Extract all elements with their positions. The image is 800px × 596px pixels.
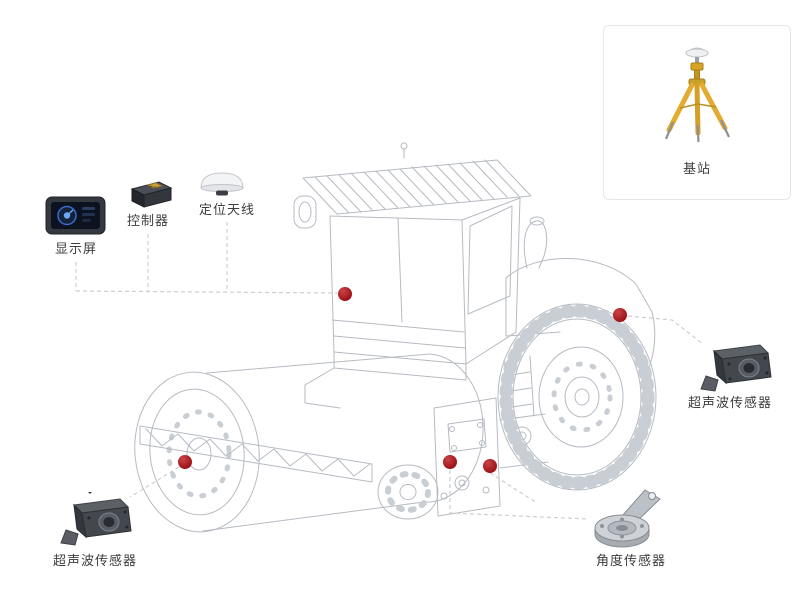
machine-lines — [134, 142, 657, 533]
display-screen-icon — [44, 194, 108, 242]
connector-lines — [75, 222, 704, 520]
base-station-label: 基站 — [682, 162, 711, 177]
ultrasonic-sensor-right-icon — [698, 338, 778, 400]
display-screen-label: 显示屏 — [54, 242, 97, 257]
positioning-antenna-icon — [196, 168, 248, 202]
sensor-marker-engine — [613, 308, 627, 322]
controller-icon — [125, 175, 175, 215]
base-station-panel: 基站 — [603, 25, 791, 200]
ultrasonic-sensor-right-label: 超声波传感器 — [687, 396, 772, 411]
ultrasonic-sensor-left-icon — [58, 490, 138, 554]
controller-label: 控制器 — [126, 214, 169, 229]
angle-sensor-label: 角度传感器 — [595, 554, 666, 569]
positioning-antenna-label: 定位天线 — [198, 203, 255, 218]
sensor-marker-drum — [178, 455, 192, 469]
tripod-base-station-icon — [664, 47, 730, 143]
ultrasonic-sensor-left-label: 超声波传感器 — [52, 554, 137, 569]
sensor-marker-frame-left — [443, 455, 457, 469]
sensor-marker-frame-right — [483, 459, 497, 473]
angle-sensor-icon — [590, 486, 674, 552]
sensor-marker-cab — [338, 287, 352, 301]
